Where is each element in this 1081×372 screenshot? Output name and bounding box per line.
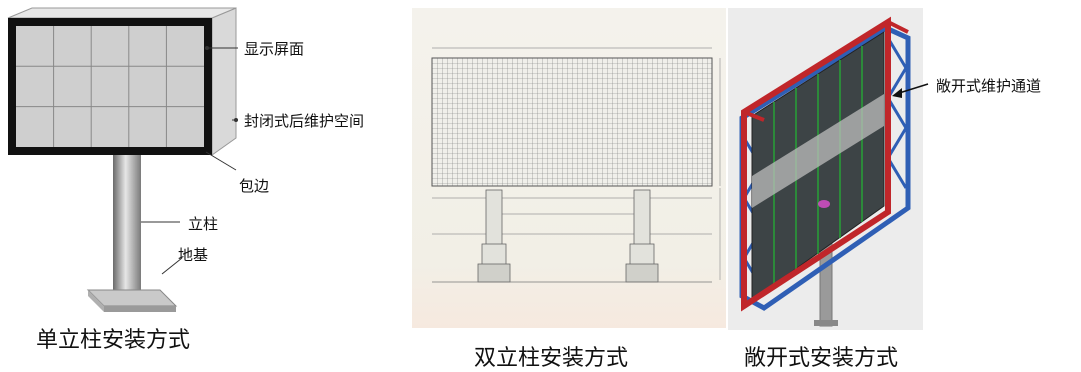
pointer-arrowhead [892, 88, 902, 98]
pillar [113, 155, 141, 300]
box-side [211, 7, 237, 156]
screen-grid [16, 26, 204, 147]
label-open-maintenance: 敞开式维护通道 [936, 77, 1042, 95]
double-pillar-diagram [412, 8, 726, 328]
caption-double-pillar: 双立柱安装方式 [474, 346, 629, 371]
single-pillar-illustration [7, 7, 238, 312]
open-type-diagram: 敞开式维护通道 [728, 8, 1081, 338]
maintenance-walkway [752, 94, 884, 208]
open-type-illustration [728, 8, 929, 330]
red-outer-frame [741, 16, 891, 312]
caption-open-type: 敞开式安装方式 [744, 346, 899, 371]
label-maintenance-space: 封闭式后维护空间 [244, 112, 365, 130]
caption-single-pillar: 单立柱安装方式 [36, 328, 191, 353]
label-pillar: 立柱 [188, 215, 219, 233]
label-edge: 包边 [239, 177, 270, 195]
base-plate-side [104, 306, 176, 312]
mesh-display [431, 57, 713, 187]
single-pillar-diagram: 显示屏面 封闭式后维护空间 包边 立柱 地基 单立柱安装方式 [0, 0, 400, 372]
label-screen: 显示屏面 [244, 40, 305, 58]
label-foundation: 地基 [178, 246, 209, 264]
display-screen [16, 26, 204, 147]
double-pillar-illustration [412, 8, 726, 328]
box-top [7, 7, 237, 19]
